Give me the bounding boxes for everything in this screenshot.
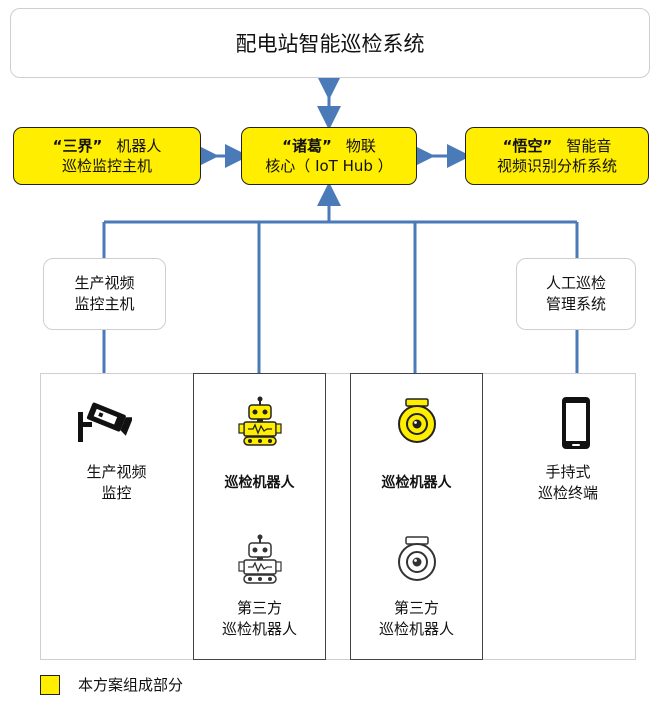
handheld-line1: 手持式 (545, 463, 591, 481)
handheld-line2: 巡检终端 (537, 484, 598, 502)
robot1-label: 巡检机器人 (224, 475, 295, 491)
robot-gray-icon (238, 534, 282, 584)
wukong-line2: 视频识别分析系统 (496, 157, 617, 175)
robot2-label: 巡检机器人 (381, 475, 452, 491)
robot1-third-label: 第三方 巡检机器人 (193, 598, 326, 640)
wukong-analysis-box: “悟空” 智能音 视频识别分析系统 (465, 127, 649, 185)
video-panel-label: 生产视频 监控 (40, 462, 193, 504)
camera-icon (78, 402, 132, 442)
robot1-third-line1: 第三方 (236, 599, 282, 617)
manual-line1: 人工巡检 (545, 274, 606, 292)
zhuge-name: “诸葛” (282, 137, 332, 155)
zhuge-iot-hub-box: “诸葛” 物联 核心（ IoT Hub ） (241, 127, 417, 185)
handheld-label: 手持式 巡检终端 (500, 462, 636, 504)
phone-icon (562, 397, 590, 449)
zhuge-line2: 核心（ IoT Hub ） (265, 157, 393, 175)
sanjie-name: “三界” (52, 137, 103, 155)
robot1-third-line2: 巡检机器人 (221, 620, 297, 638)
video-panel-line2: 监控 (101, 484, 132, 502)
legend-swatch (40, 675, 60, 695)
video-host-box: 生产视频 监控主机 (43, 258, 166, 330)
rail-robot-gray-icon (398, 536, 436, 581)
wukong-name: “悟空” (502, 137, 553, 155)
sanjie-line2: 巡检监控主机 (61, 157, 152, 175)
manual-inspection-box: 人工巡检 管理系统 (516, 258, 636, 330)
system-title-box: 配电站智能巡检系统 (10, 8, 650, 78)
video-host-line2: 监控主机 (74, 295, 135, 313)
video-panel-line1: 生产视频 (86, 463, 147, 481)
zhuge-rest: 物联 (345, 137, 376, 155)
wukong-rest: 智能音 (566, 137, 612, 155)
legend-text: 本方案组成部分 (78, 676, 184, 694)
sanjie-host-box: “三界” 机器人 巡检监控主机 (13, 127, 201, 185)
robot2-third-line1: 第三方 (393, 599, 439, 617)
device-panel (40, 373, 636, 660)
rail-robot-yellow-icon (398, 398, 436, 443)
system-title: 配电站智能巡检系统 (235, 32, 425, 56)
video-host-line1: 生产视频 (74, 274, 135, 292)
robot2-third-label: 第三方 巡检机器人 (350, 598, 483, 640)
robot2-third-line2: 巡检机器人 (378, 620, 454, 638)
manual-line2: 管理系统 (545, 295, 606, 313)
robot-yellow-icon (238, 396, 282, 446)
sanjie-rest: 机器人 (116, 137, 162, 155)
